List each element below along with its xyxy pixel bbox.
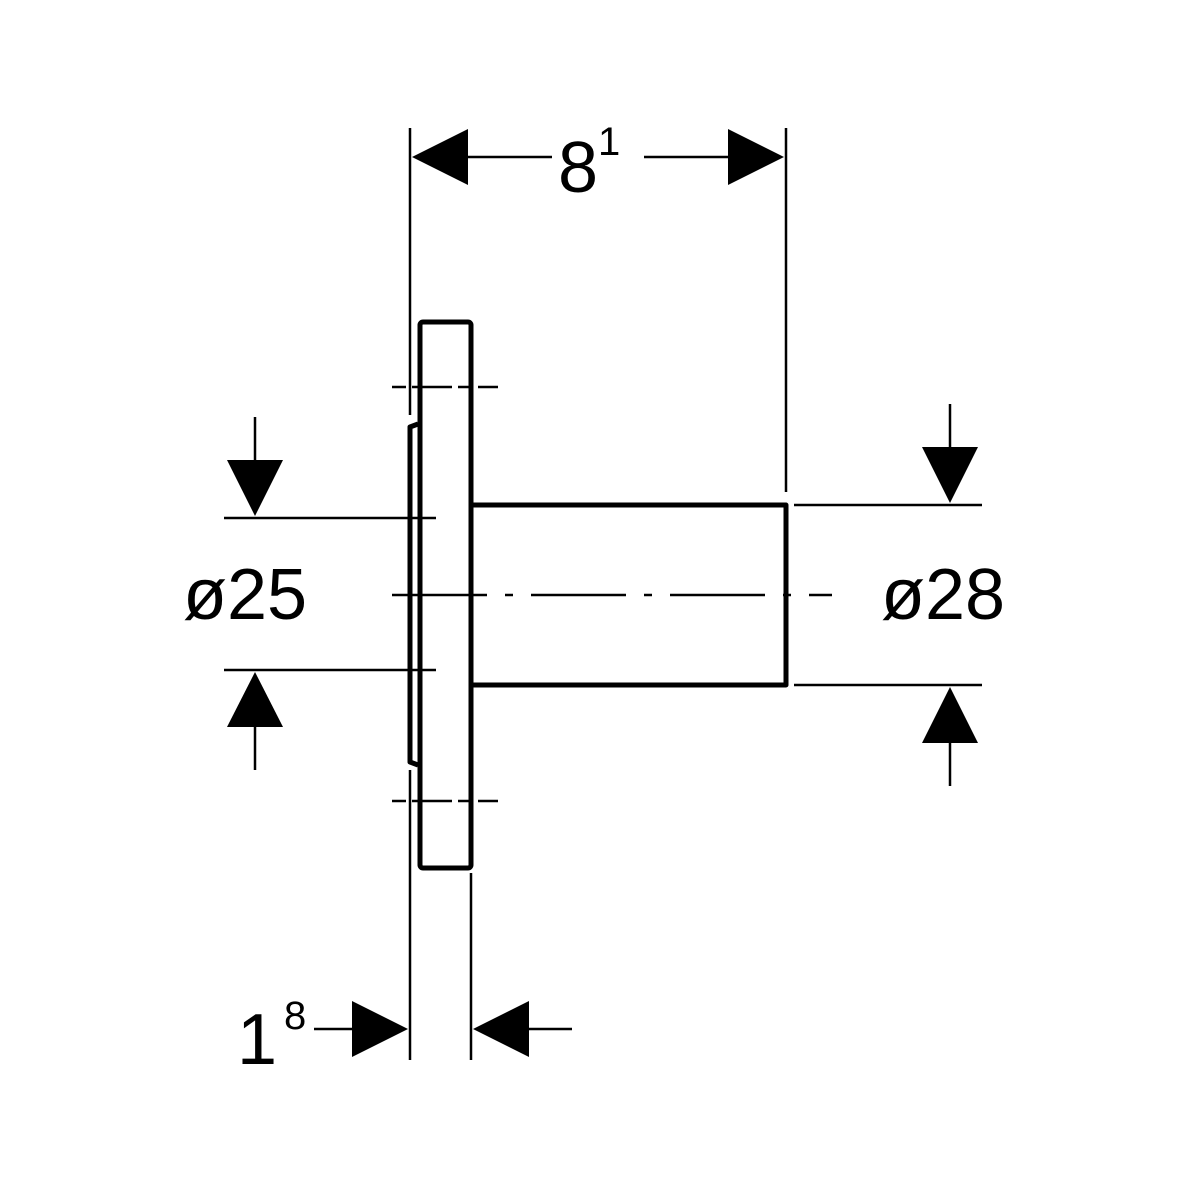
length-superscript: 1 (598, 120, 620, 164)
top-length-dimension: 81 (408, 120, 788, 492)
center-lines (392, 385, 832, 803)
arrow-left-icon (412, 129, 468, 185)
length-value: 8 (558, 128, 598, 208)
svg-text:81: 81 (558, 120, 620, 208)
arrow-left-icon (473, 1001, 529, 1057)
arrow-up-icon (227, 672, 283, 727)
thickness-superscript: 8 (284, 994, 306, 1038)
arrow-right-icon (728, 129, 784, 185)
arrow-right-icon (352, 1001, 408, 1057)
thickness-value: 1 (237, 1000, 277, 1080)
arrow-down-icon (227, 460, 283, 516)
arrow-up-icon (922, 687, 978, 743)
right-diameter-dimension: ø28 (794, 404, 1005, 786)
diameter-right-label: ø28 (881, 555, 1005, 635)
arrow-down-icon (922, 447, 978, 503)
left-diameter-dimension: ø25 (183, 417, 436, 770)
svg-text:18: 18 (237, 994, 306, 1080)
diameter-left-label: ø25 (183, 555, 307, 635)
